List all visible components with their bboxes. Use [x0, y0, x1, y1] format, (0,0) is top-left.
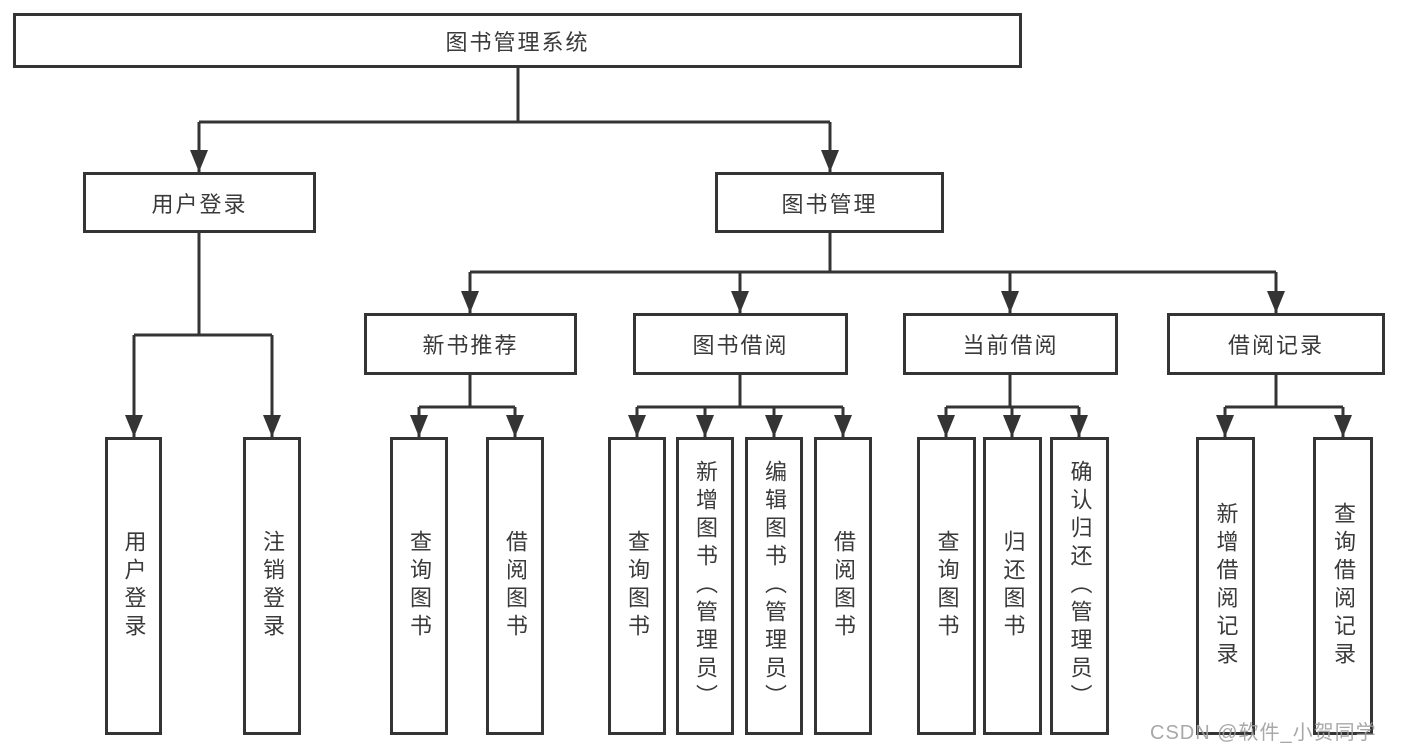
- leaf-borrow-add-books-admin: 新增图书（管理员）: [676, 437, 734, 735]
- leaf-recommend-borrow-books: 借阅图书: [486, 437, 544, 735]
- node-root-label: 图书管理系统: [445, 29, 590, 55]
- leaf-records-query-record: 查询借阅记录: [1313, 437, 1373, 735]
- node-user-login: 用户登录: [83, 172, 316, 233]
- leaf-borrow-edit-books-admin-label: 编辑图书（管理员）: [762, 460, 787, 712]
- node-book-management-label: 图书管理: [781, 191, 878, 217]
- node-current-borrowing-label: 当前借阅: [962, 333, 1059, 358]
- leaf-current-query-books-label: 查询图书: [934, 530, 960, 642]
- leaf-current-return-books: 归还图书: [983, 437, 1042, 735]
- watermark: CSDN @软件_小贺同学: [1150, 722, 1377, 744]
- leaf-records-query-record-label: 查询借阅记录: [1331, 502, 1356, 670]
- node-user-login-label: 用户登录: [151, 191, 248, 217]
- leaf-user-login: 用户登录: [105, 437, 162, 735]
- leaf-logout-label: 注销登录: [260, 530, 285, 642]
- leaf-current-confirm-return-admin: 确认归还（管理员）: [1050, 437, 1109, 735]
- leaf-borrow-query-books-label: 查询图书: [625, 530, 650, 642]
- leaf-recommend-query-books-label: 查询图书: [407, 530, 432, 642]
- leaf-current-confirm-return-admin-label: 确认归还（管理员）: [1067, 460, 1093, 712]
- leaf-records-add-record: 新增借阅记录: [1196, 437, 1255, 735]
- leaf-logout: 注销登录: [243, 437, 301, 735]
- leaf-recommend-query-books: 查询图书: [390, 437, 448, 735]
- leaf-borrow-query-books: 查询图书: [608, 437, 666, 735]
- leaf-current-return-books-label: 归还图书: [1000, 530, 1026, 642]
- node-borrowing-records-label: 借阅记录: [1227, 333, 1324, 358]
- node-current-borrowing: 当前借阅: [903, 313, 1118, 375]
- arrowheads: [125, 150, 1352, 437]
- node-root: 图书管理系统: [13, 13, 1022, 68]
- leaf-borrow-add-books-admin-label: 新增图书（管理员）: [693, 460, 718, 712]
- leaf-current-query-books: 查询图书: [917, 437, 976, 735]
- leaf-borrow-borrow-books: 借阅图书: [814, 437, 872, 735]
- node-new-book-recommend: 新书推荐: [364, 313, 577, 375]
- node-new-book-recommend-label: 新书推荐: [422, 333, 519, 358]
- node-book-borrowing: 图书借阅: [633, 313, 848, 375]
- leaf-user-login-label: 用户登录: [121, 530, 147, 642]
- leaf-records-add-record-label: 新增借阅记录: [1213, 502, 1239, 670]
- leaf-borrow-edit-books-admin: 编辑图书（管理员）: [745, 437, 803, 735]
- leaf-recommend-borrow-books-label: 借阅图书: [503, 530, 528, 642]
- node-book-management: 图书管理: [715, 172, 944, 233]
- leaf-borrow-borrow-books-label: 借阅图书: [831, 530, 856, 642]
- node-borrowing-records: 借阅记录: [1167, 313, 1385, 375]
- node-book-borrowing-label: 图书借阅: [692, 333, 789, 358]
